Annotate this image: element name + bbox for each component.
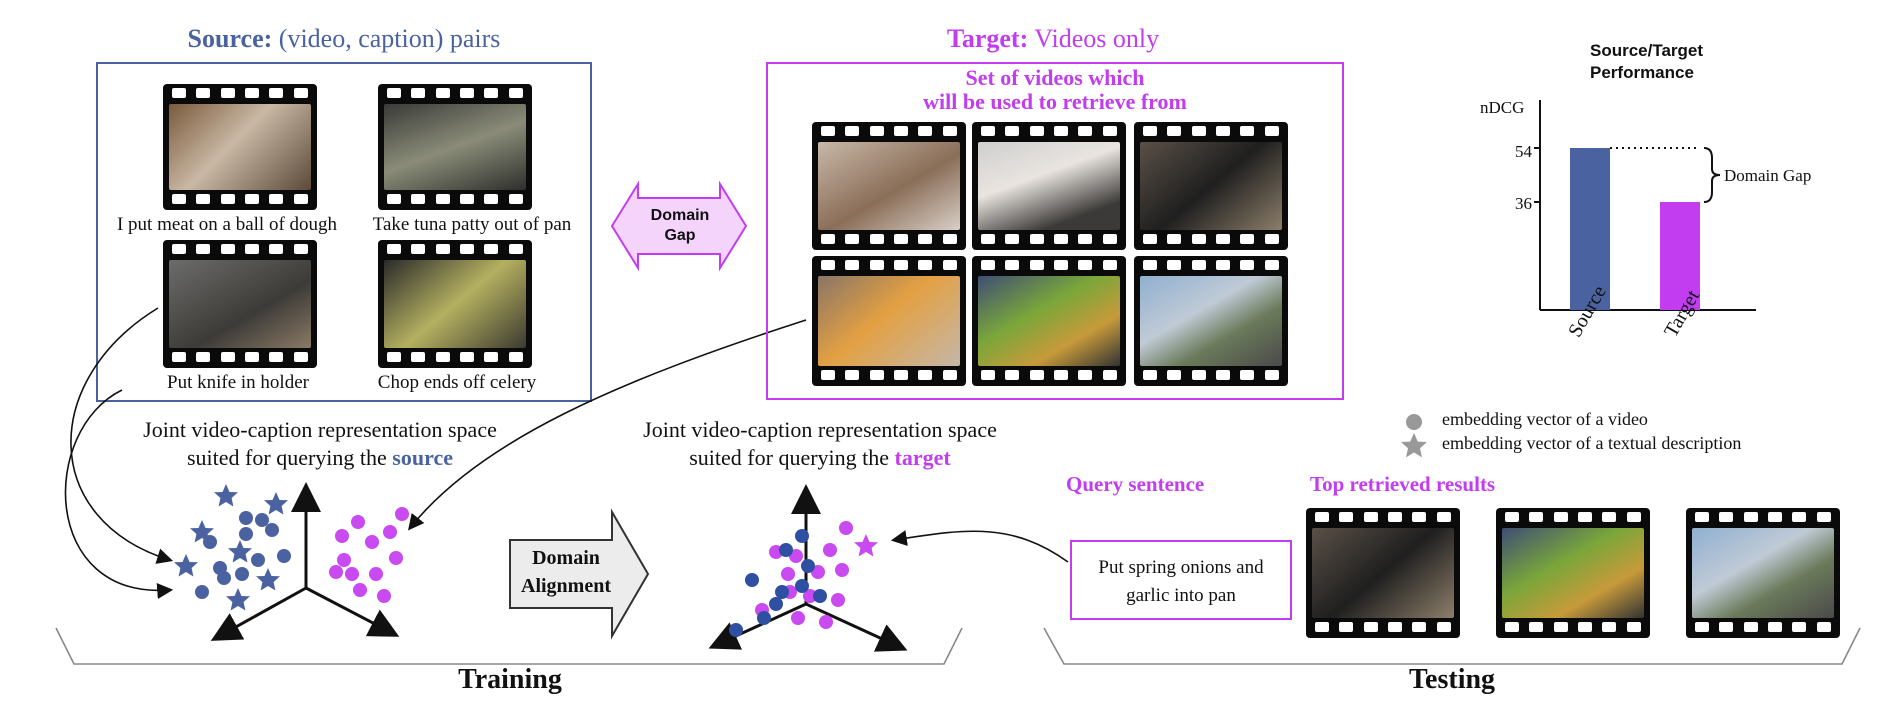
training-label: Training [458, 664, 562, 695]
target-video-1 [812, 122, 966, 250]
testing-label: Testing [1408, 664, 1496, 695]
source-title: Source: (video, caption) pairs [187, 24, 501, 53]
domain-gap-arrow-label: Domain Gap [650, 207, 710, 244]
source-video-3 [163, 240, 317, 368]
query-box [1070, 540, 1292, 620]
target-title: Target: Videos only [946, 24, 1160, 53]
legend-video-label: embedding vector of a video [1442, 409, 1648, 429]
target-video-6 [1134, 256, 1288, 386]
target-video-5 [972, 256, 1126, 386]
source-caption-1: I put meat on a ball of dough [116, 214, 338, 235]
target-video-3 [1134, 122, 1288, 250]
target-video-2 [972, 122, 1126, 250]
source-box [96, 62, 592, 402]
chart-title: Source/Target Performance [1590, 41, 1704, 82]
chart-bar-target [1660, 202, 1700, 310]
chart-ytick-36: 36 [1515, 194, 1532, 213]
target-subtitle: Set of videos which will be used to retr… [923, 65, 1187, 114]
result-video-1[interactable] [1306, 508, 1460, 638]
domain-alignment-label: Domain Alignment [521, 547, 611, 597]
target-video-4 [812, 256, 966, 386]
source-video-1 [163, 84, 317, 210]
results-label: Top retrieved results [1310, 472, 1496, 496]
chart-ylabel: nDCG [1480, 98, 1525, 117]
source-space-label: Joint video-caption representation space… [143, 417, 497, 470]
target-box [766, 62, 1344, 400]
result-video-3[interactable] [1686, 508, 1840, 638]
chart-gap-brace [1703, 147, 1721, 203]
target-space-label: Joint video-caption representation space… [643, 417, 997, 470]
query-text: Put spring onions and garlic into pan [1098, 557, 1264, 606]
source-caption-2: Take tuna patty out of pan [372, 214, 572, 235]
source-video-2 [378, 84, 532, 210]
chart-ytick-54: 54 [1515, 142, 1532, 161]
chart-annotation: Domain Gap [1724, 166, 1812, 185]
chart-bar-source [1570, 148, 1610, 310]
query-label: Query sentence [1066, 472, 1205, 496]
legend-text-label: embedding vector of a textual descriptio… [1442, 433, 1742, 453]
result-video-2[interactable] [1496, 508, 1650, 638]
source-caption-3: Put knife in holder [167, 372, 309, 393]
